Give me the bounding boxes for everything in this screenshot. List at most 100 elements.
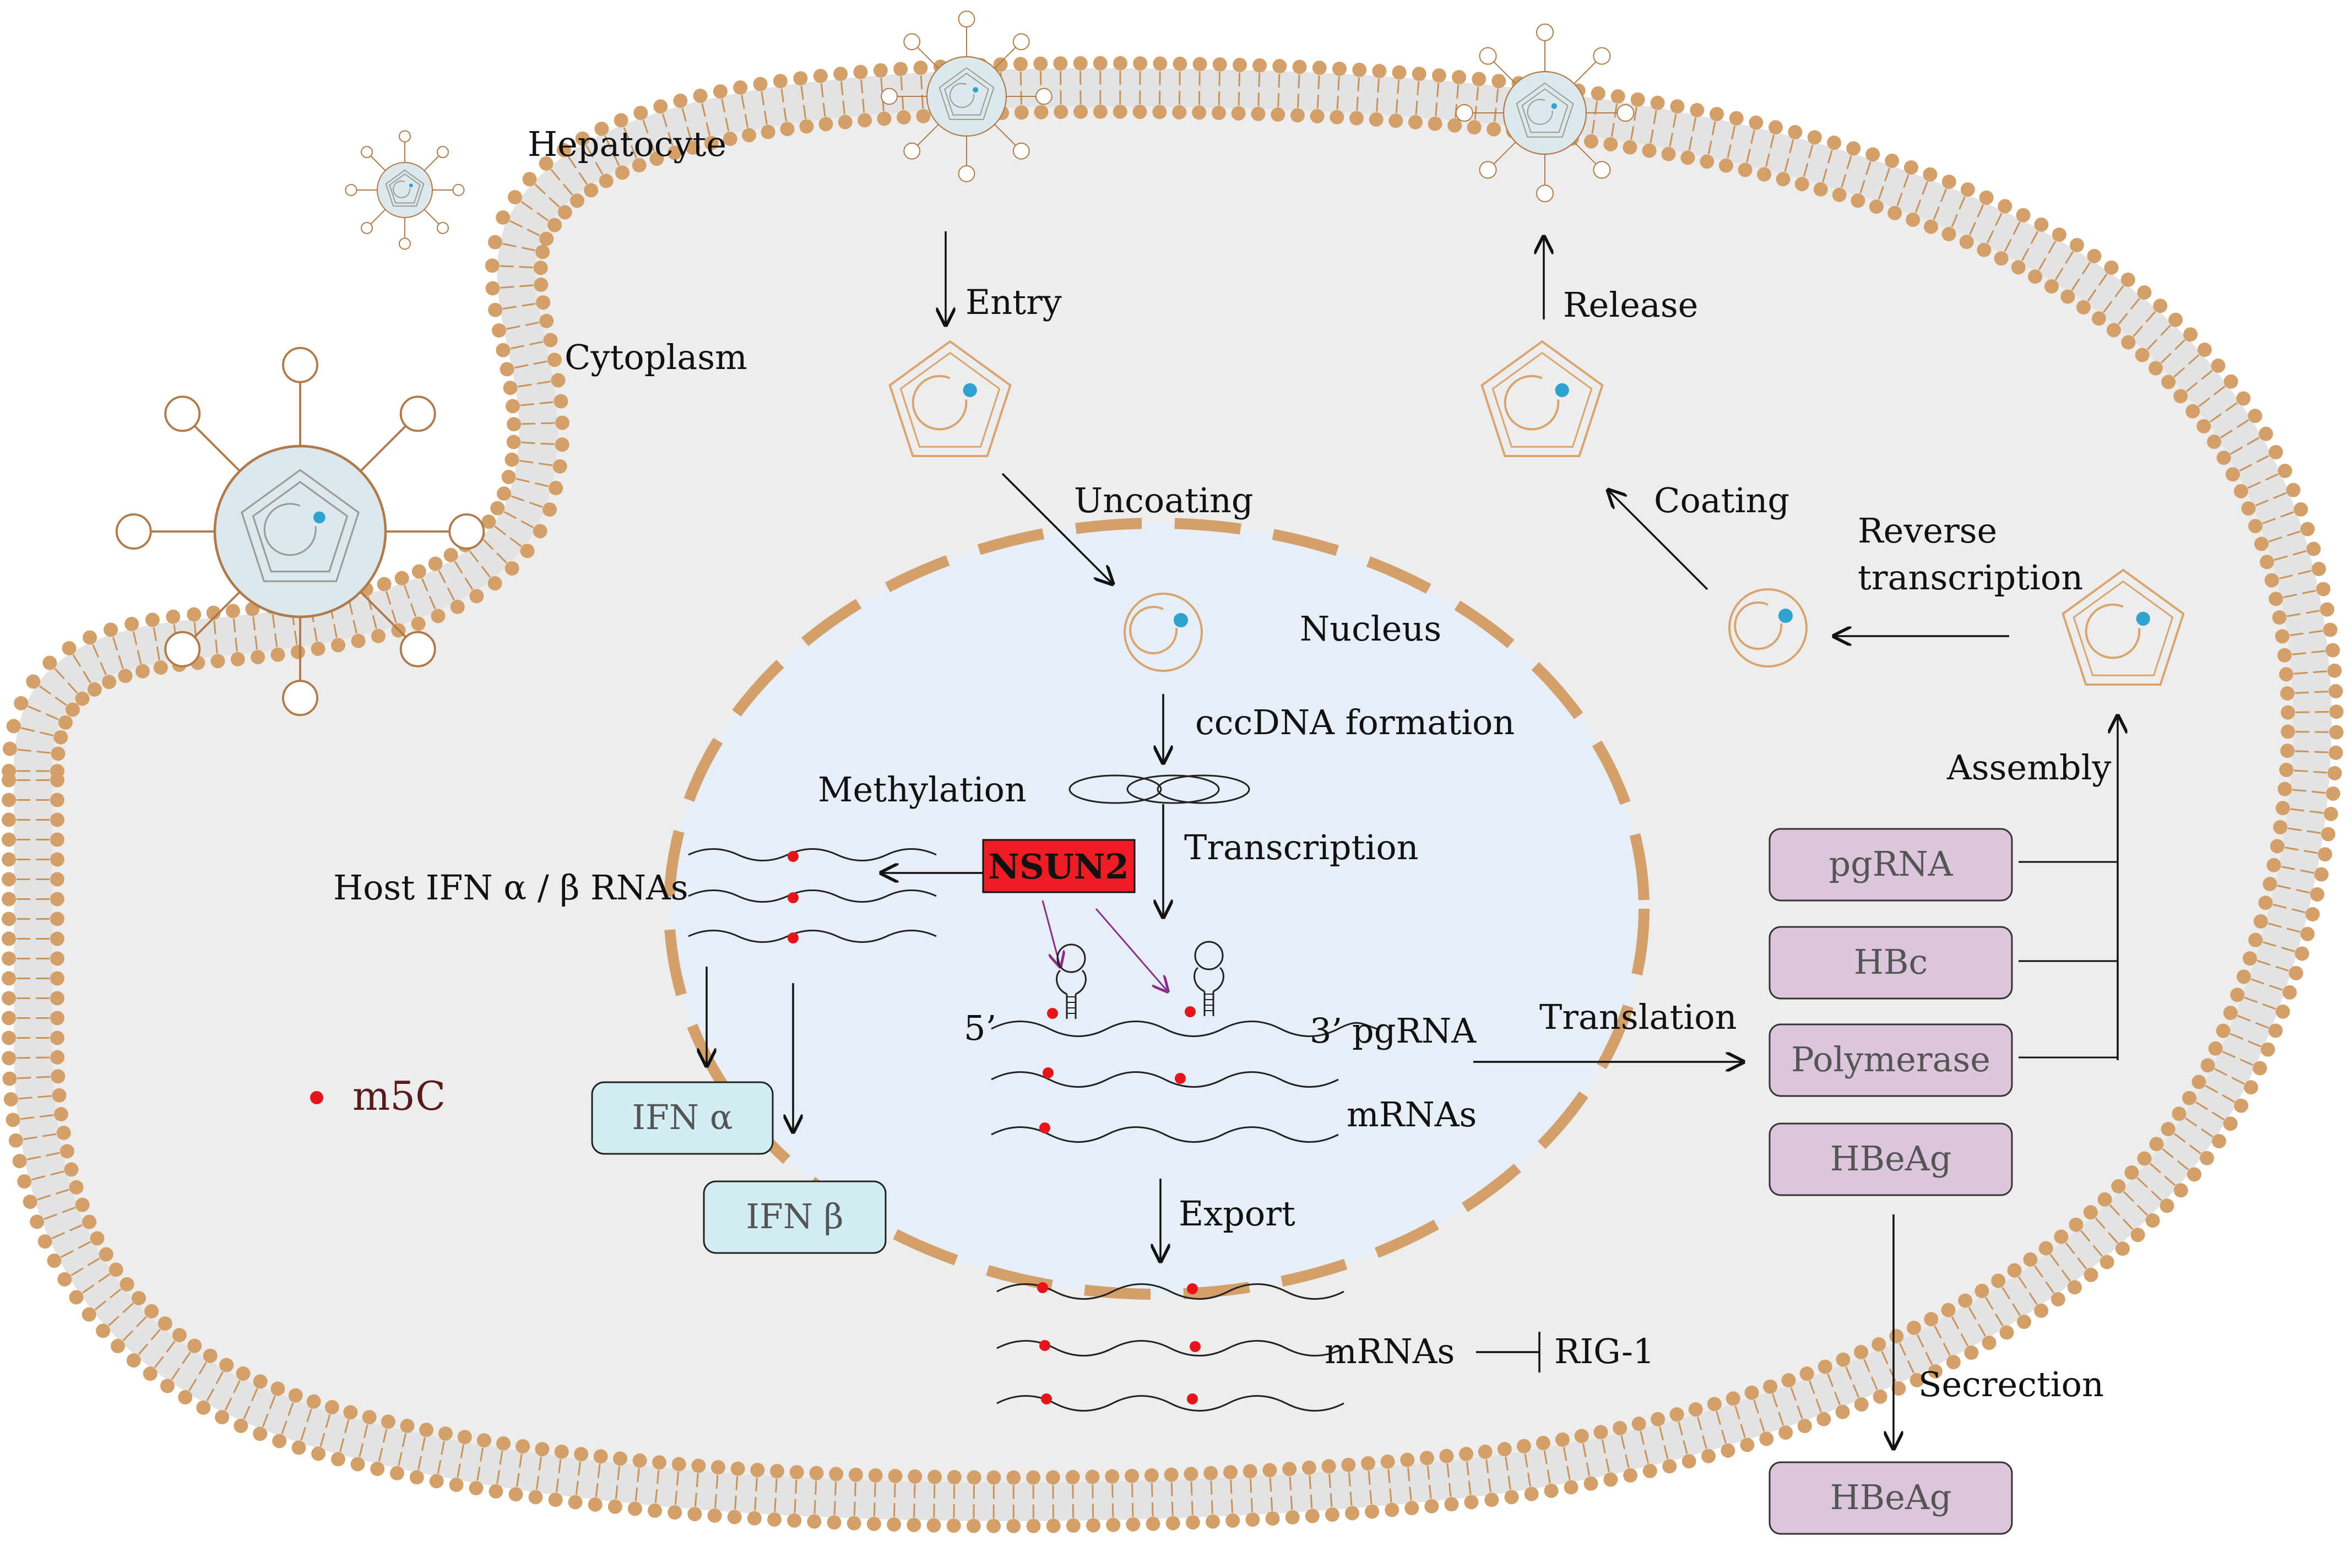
lipid-pair <box>813 68 833 132</box>
lipid-pair <box>1738 115 1764 177</box>
lipid-pair <box>2182 1090 2238 1131</box>
lipid-pair <box>1459 1446 1479 1510</box>
lipid-pair <box>490 501 547 539</box>
lipid-pair <box>2200 1058 2259 1095</box>
lipid-pair <box>1439 1448 1459 1512</box>
lipid-pair <box>853 64 872 128</box>
lipid-pair <box>2 1030 65 1045</box>
hbv-virion-icon <box>115 346 485 717</box>
lipid-pair <box>1105 1469 1121 1532</box>
lipid-pair <box>887 1468 903 1532</box>
lipid-pair <box>594 121 630 180</box>
lipid-pair <box>2236 969 2297 1000</box>
lipid-pair <box>2223 1006 2283 1038</box>
lipid-pair <box>2185 374 2238 419</box>
lipid-pair <box>2258 896 2320 922</box>
lipid-pair <box>2280 744 2343 760</box>
lipid-pair <box>110 1304 159 1354</box>
lipid-pair <box>1623 92 1645 155</box>
lipid-pair <box>588 1449 608 1512</box>
lipid-pair <box>2069 1217 2114 1269</box>
lipid-pair <box>1271 59 1287 122</box>
lipid-pair <box>2137 1151 2188 1198</box>
lipid-pair <box>1707 1397 1735 1458</box>
lipid-pair <box>687 1458 706 1522</box>
lipid-pair <box>2208 1041 2267 1076</box>
secrection-label: Secrection <box>1918 1364 2104 1404</box>
lipid-pair <box>847 1467 863 1531</box>
lipid-pair <box>1251 58 1267 121</box>
lipid-pair <box>2277 643 2340 663</box>
m5c-marks <box>1037 1282 1201 1404</box>
assembly-label: Assembly <box>1946 747 2111 788</box>
lipid-pair <box>82 1277 134 1322</box>
lipid-pair <box>2216 426 2274 465</box>
lipid-pair <box>1321 1459 1339 1522</box>
lipid-pair <box>1584 86 1605 149</box>
lipid-pair <box>23 1180 84 1209</box>
lipid-pair <box>2216 1023 2275 1057</box>
mrnas-nucleus-label: mRNAs <box>1347 1094 1477 1135</box>
lipid-pair <box>1718 111 1744 173</box>
lipid-pair <box>827 1467 844 1530</box>
lipid-pair <box>2172 1106 2227 1148</box>
rig1-inhibition <box>1476 1332 1540 1372</box>
lipid-pair <box>1113 56 1128 119</box>
lipid-pair <box>1744 1385 1774 1446</box>
lipid-pair <box>2 971 65 986</box>
lipid-pair <box>986 1470 1001 1533</box>
lipid-pair <box>1231 57 1247 121</box>
lipid-pair <box>2 892 65 907</box>
lipid-pair <box>2 793 64 807</box>
lipid-pair <box>2269 582 2331 606</box>
hepatocyte-label: Hepatocyte <box>528 124 726 164</box>
lipid-pair <box>3 1088 67 1106</box>
lipid-pair <box>2 991 65 1006</box>
lipid-pair <box>2161 343 2212 389</box>
cccdna-icon <box>1068 774 1250 804</box>
stem-loop-icon <box>1047 943 1087 1019</box>
lipid-pair <box>2241 482 2301 516</box>
lipid-pair <box>1243 1464 1260 1527</box>
lipid-pair <box>633 105 664 166</box>
lipid-pair <box>1555 1432 1578 1495</box>
lipid-pair <box>17 1162 79 1189</box>
lipid-pair <box>866 1468 883 1531</box>
lipid-pair <box>57 1247 113 1287</box>
methylation-label: Methylation <box>818 769 1027 810</box>
pgrna-box-label: pgRNA <box>1829 844 1953 884</box>
lipid-pair <box>196 1358 234 1415</box>
lipid-pair <box>2230 988 2290 1019</box>
lipid-pair <box>1613 1420 1638 1483</box>
lipid-pair <box>1669 1407 1696 1469</box>
lipid-pair <box>2263 877 2325 902</box>
lipid-pair <box>496 210 554 246</box>
lipid-pair <box>501 470 563 496</box>
lipid-pair <box>2275 622 2338 644</box>
lipid-pair <box>2 1050 65 1066</box>
lipid-pair <box>311 1400 339 1461</box>
lipid-pair <box>693 88 719 150</box>
lipid-pair <box>2091 272 2135 326</box>
hbeag-box-label: HBeAg <box>1830 1138 1952 1179</box>
lipid-pair <box>449 1430 472 1492</box>
lipid-pair <box>2 832 64 847</box>
lipid-pair <box>713 84 737 147</box>
lipid-pair <box>1125 1468 1141 1532</box>
hbv-virion-icon <box>345 130 465 250</box>
lipid-pair <box>907 1469 923 1532</box>
capsid-icon <box>2062 568 2185 686</box>
lipid-pair <box>1688 1402 1716 1463</box>
lipid-pair <box>2161 1122 2215 1165</box>
lipid-pair <box>1478 1445 1499 1507</box>
lipid-pair <box>627 1453 647 1516</box>
lipid-pair <box>6 719 68 745</box>
lipid-pair <box>145 612 168 675</box>
lipid-pair <box>2248 932 2309 961</box>
lipid-pair <box>2281 704 2344 720</box>
lipid-pair <box>2225 444 2283 482</box>
lipid-pair <box>2272 602 2335 625</box>
lipid-pair <box>1871 1337 1906 1396</box>
lipid-pair <box>2097 1192 2145 1243</box>
lipid-pair <box>487 235 550 259</box>
